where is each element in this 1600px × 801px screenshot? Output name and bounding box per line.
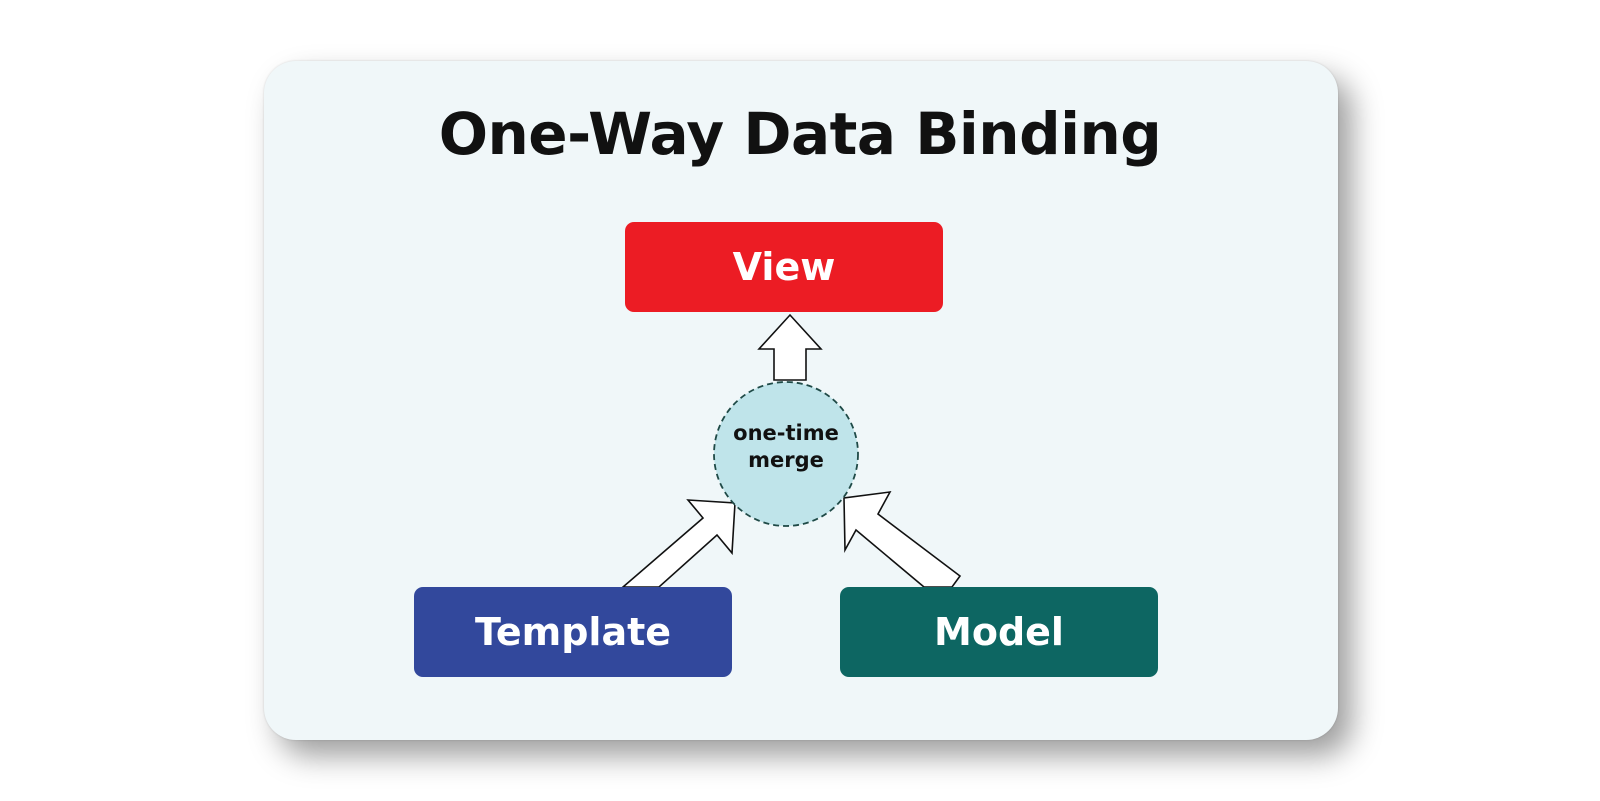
merge-circle [713, 381, 859, 527]
merge-label-line2: merge [748, 448, 824, 472]
view-label: View [732, 245, 836, 289]
arrow-template-to-merge [620, 499, 736, 588]
view-node: View [625, 222, 943, 312]
arrow-merge-to-view [757, 313, 823, 381]
model-node: Model [840, 587, 1158, 677]
model-label: Model [934, 610, 1064, 654]
diagram-title: One-Way Data Binding [438, 100, 1162, 168]
merge-label: one-time merge [706, 420, 866, 474]
template-label: Template [474, 610, 672, 654]
merge-label-line1: one-time [733, 421, 839, 445]
arrow-model-to-merge [843, 491, 962, 588]
template-node: Template [414, 587, 732, 677]
